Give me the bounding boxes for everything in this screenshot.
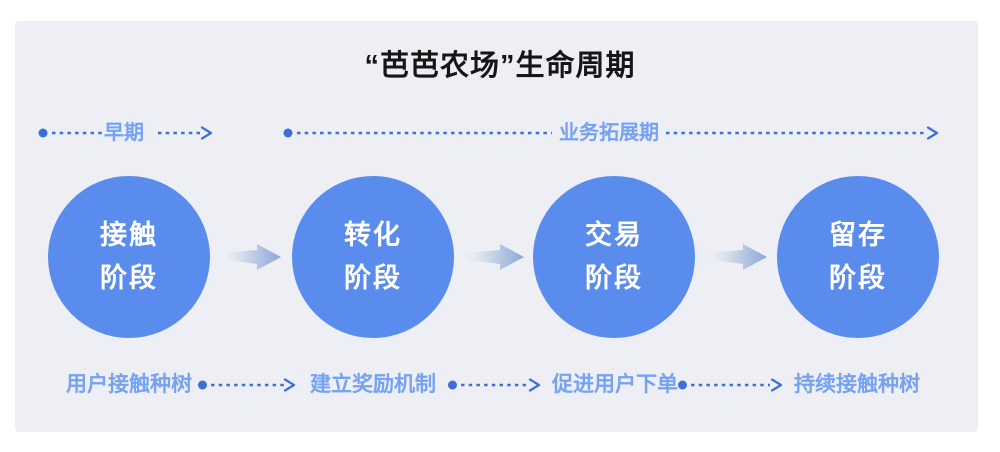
action-label-contact-trees: 用户接触种树 xyxy=(66,373,192,396)
stage-label-line2: 阶段 xyxy=(344,263,402,293)
stage-label-line1: 交易 xyxy=(585,220,643,250)
stage-label-line2: 阶段 xyxy=(829,263,887,293)
connector-dot-icon xyxy=(198,380,207,390)
arrowhead-icon xyxy=(926,126,939,140)
timeline-phase-early-label: 早期 xyxy=(104,122,144,144)
action-label-reward-mechanism: 建立奖励机制 xyxy=(310,373,436,396)
action-dotted-arrow-3 xyxy=(678,378,783,392)
gradient-arrow-icon xyxy=(705,244,767,270)
timeline-early-start-dotted-line xyxy=(38,128,102,138)
stage-label-line1: 留存 xyxy=(829,220,887,250)
stage-circle-contact: 接触 阶段 xyxy=(48,176,210,338)
arrowhead-icon xyxy=(283,378,296,392)
arrowhead-icon xyxy=(528,378,541,392)
arrowhead-icon xyxy=(200,126,213,140)
action-label-continuous-contact: 持续接触种树 xyxy=(794,373,920,396)
connector-dot-icon xyxy=(448,380,457,390)
timeline-dot-icon xyxy=(283,128,293,138)
stage-circle-conversion: 转化 阶段 xyxy=(292,176,454,338)
timeline-expansion-end-dotted-arrow xyxy=(666,126,939,140)
timeline-phase-expansion-label: 业务拓展期 xyxy=(559,122,659,144)
timeline-dot-icon xyxy=(38,128,48,138)
stage-circle-retention: 留存 阶段 xyxy=(777,176,939,338)
stage-label-line2: 阶段 xyxy=(585,263,643,293)
stage-label-line1: 接触 xyxy=(100,220,158,250)
gradient-arrow-icon xyxy=(462,244,524,270)
arrowhead-icon xyxy=(770,378,783,392)
page-title: “芭芭农场”生命周期 xyxy=(364,50,636,82)
action-dotted-arrow-2 xyxy=(448,378,541,392)
action-dotted-arrow-1 xyxy=(198,378,296,392)
timeline-early-end-dotted-arrow xyxy=(158,126,213,140)
stage-label-line2: 阶段 xyxy=(100,263,158,293)
stage-label-line1: 转化 xyxy=(344,220,402,250)
timeline-expansion-start-dotted-line xyxy=(283,128,552,138)
connector-dot-icon xyxy=(678,380,687,390)
gradient-arrow-icon xyxy=(219,244,281,270)
stage-circle-transaction: 交易 阶段 xyxy=(533,176,695,338)
action-label-promote-orders: 促进用户下单 xyxy=(552,373,678,396)
